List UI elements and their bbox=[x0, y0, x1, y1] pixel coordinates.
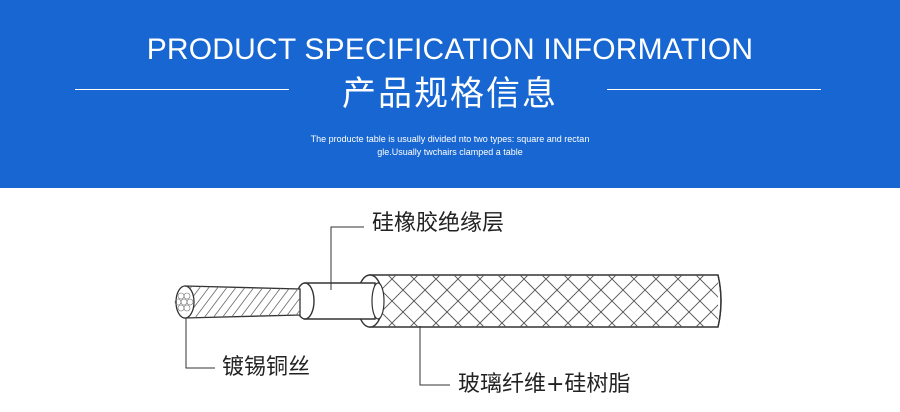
leader-braid bbox=[419, 326, 450, 386]
header-banner: PRODUCT SPECIFICATION INFORMATION 产品规格信息… bbox=[0, 0, 900, 188]
conductor-cross-section bbox=[174, 292, 194, 312]
subtitle-line-1: The producte table is usually divided nt… bbox=[310, 134, 590, 144]
subtitle-line-2: gle.Usually twchairs clamped a table bbox=[377, 147, 523, 157]
title-chinese: 产品规格信息 bbox=[342, 74, 558, 114]
braid-layer bbox=[369, 274, 722, 328]
divider-left bbox=[75, 89, 289, 90]
label-insulation: 硅橡胶绝缘层 bbox=[372, 211, 505, 236]
leader-insulation bbox=[330, 226, 364, 290]
conductor-end bbox=[175, 285, 195, 319]
leader-conductor bbox=[185, 318, 215, 369]
label-braid: 玻璃纤维+硅树脂 bbox=[458, 372, 631, 397]
divider-right bbox=[607, 89, 821, 90]
title-english: PRODUCT SPECIFICATION INFORMATION bbox=[146, 33, 754, 66]
cable-diagram: 硅橡胶绝缘层 镀锡铜丝 玻璃纤维+硅树脂 bbox=[0, 188, 900, 408]
cable-illustration bbox=[174, 226, 722, 386]
label-conductor: 镀锡铜丝 bbox=[222, 355, 311, 380]
subtitle: The producte table is usually divided nt… bbox=[290, 133, 610, 159]
insulation-layer bbox=[304, 282, 385, 320]
